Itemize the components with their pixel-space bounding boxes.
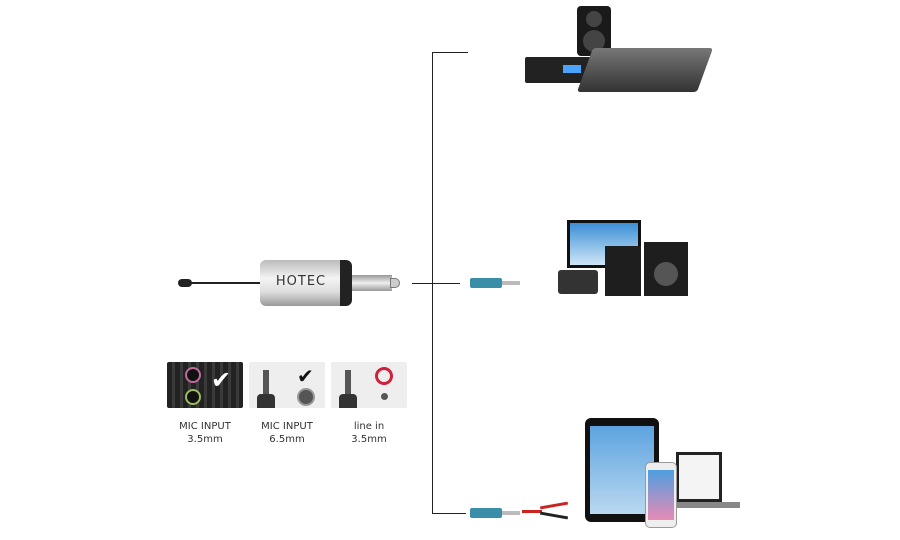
phone	[645, 462, 677, 528]
label-line: 3.5mm	[187, 434, 223, 445]
laptop	[676, 452, 722, 502]
phone-screen	[648, 470, 674, 520]
plug-icon	[345, 370, 351, 396]
speaker-cone	[586, 11, 602, 27]
receiver-brand: HOTEC	[275, 274, 327, 289]
check-icon: ✔	[211, 366, 232, 394]
compat-label-3: line in 3.5mm	[331, 420, 407, 446]
splitter-cable	[522, 500, 570, 522]
compat-mic-6.5mm-image: ✔	[249, 362, 325, 408]
jack-plug-tip	[390, 278, 400, 288]
large-jack-socket-icon	[297, 388, 315, 406]
laptop-screen	[679, 455, 719, 499]
mixer	[576, 48, 714, 92]
adapter-tip	[502, 281, 520, 285]
adapter-6.5-to-3.5-bottom	[470, 508, 502, 518]
connector-branch-top	[432, 52, 468, 53]
green-port-icon	[185, 389, 201, 405]
connector-branch-middle	[412, 283, 460, 284]
plug-base	[339, 394, 357, 408]
check-icon: ✔	[297, 364, 314, 388]
plug-base	[257, 394, 275, 408]
label-line: 6.5mm	[269, 434, 305, 445]
laptop-base	[668, 502, 740, 508]
label-line: MIC INPUT	[261, 421, 313, 432]
prohibited-icon	[375, 367, 393, 385]
tablet-screen	[590, 426, 654, 514]
label-line: 3.5mm	[351, 434, 387, 445]
connector-branch-bottom	[432, 513, 466, 514]
pink-port-icon	[185, 367, 201, 383]
receiver-body	[260, 260, 342, 306]
speaker-cone	[583, 30, 605, 52]
speaker-cone	[654, 262, 678, 286]
adapter-tip	[502, 511, 520, 515]
compat-label-2: MIC INPUT 6.5mm	[249, 420, 325, 446]
small-jack-socket-icon	[381, 393, 388, 400]
compat-label-1: MIC INPUT 3.5mm	[167, 420, 243, 446]
antenna-tip	[178, 279, 192, 287]
speaker-left	[605, 246, 641, 296]
antenna	[186, 282, 262, 284]
compat-mic-3.5mm-image: ✔	[167, 362, 243, 408]
speaker-right	[644, 242, 688, 296]
label-line: MIC INPUT	[179, 421, 231, 432]
compat-line-in-3.5mm-image	[331, 362, 407, 408]
receiver-endcap	[340, 260, 352, 306]
jack-plug	[352, 275, 392, 291]
cable-red	[522, 510, 542, 513]
camera	[558, 270, 598, 294]
speaker	[577, 6, 611, 56]
adapter-6.5-to-3.5-middle	[470, 278, 502, 288]
cable-branch-red	[539, 501, 569, 510]
label-line: line in	[353, 421, 385, 432]
display	[563, 65, 581, 73]
plug-icon	[263, 370, 269, 396]
cable-branch-black	[539, 511, 569, 520]
